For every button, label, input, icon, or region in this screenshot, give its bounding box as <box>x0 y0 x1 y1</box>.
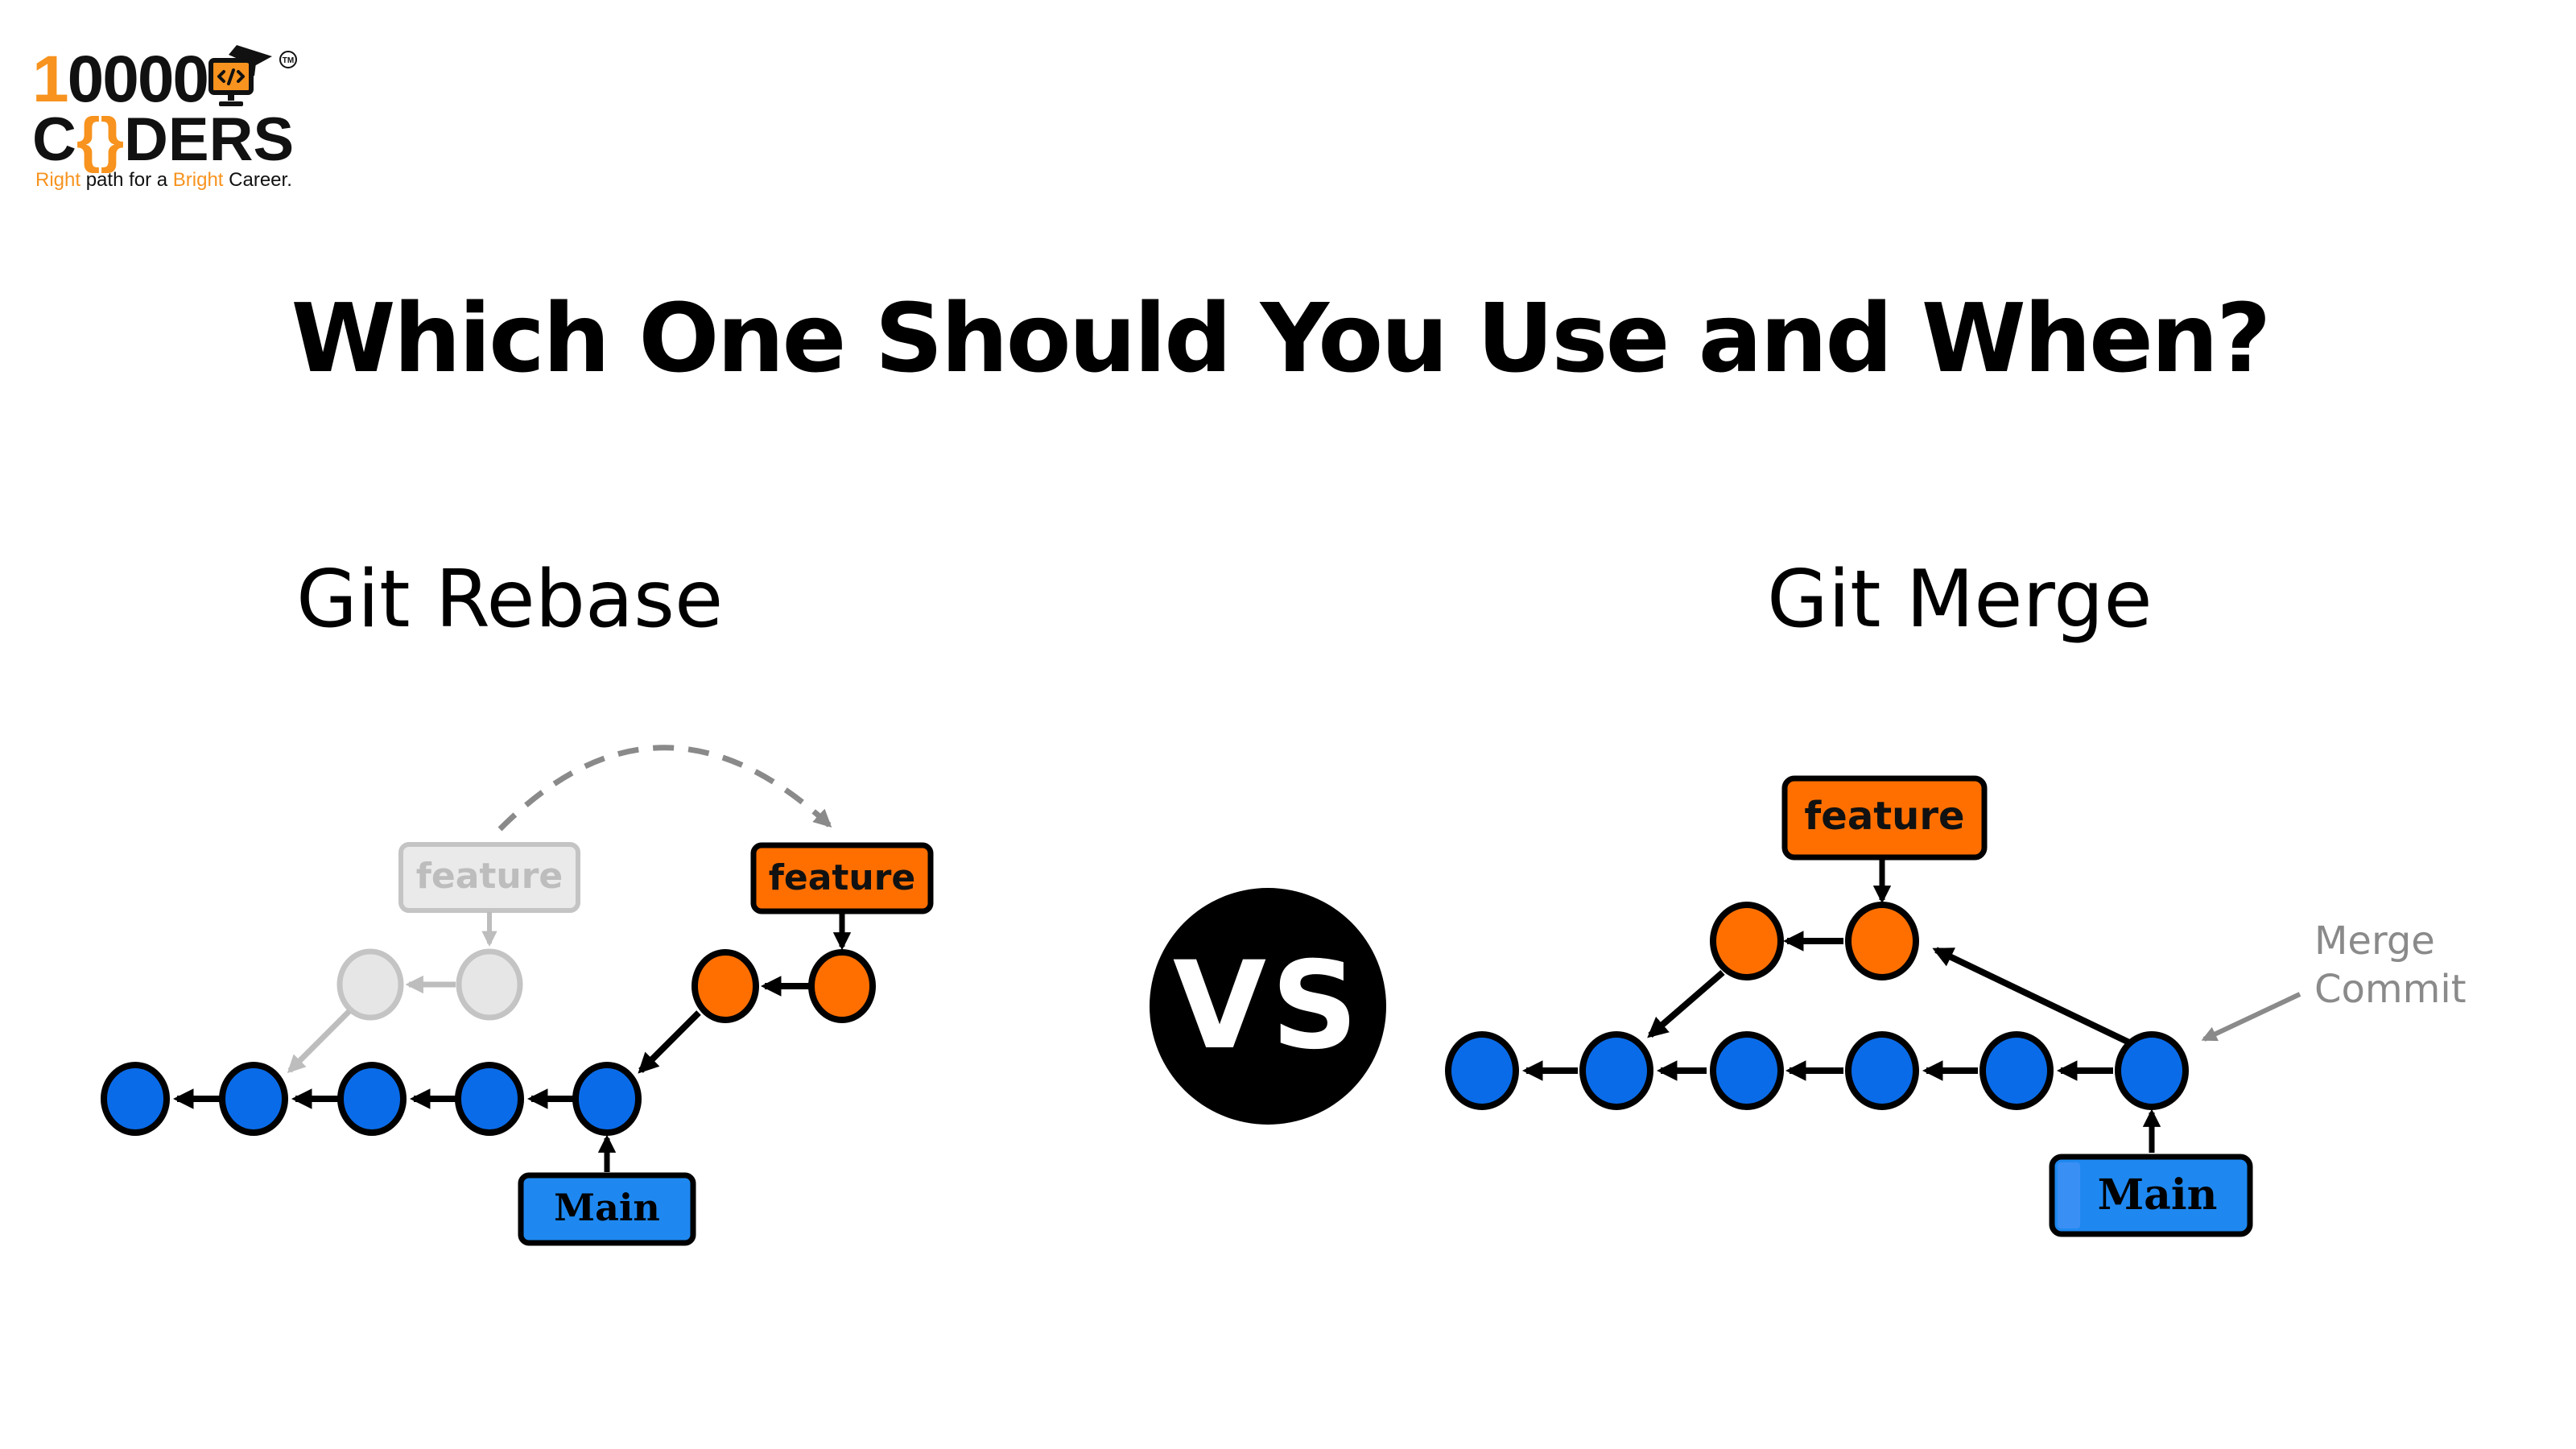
main-commit <box>1845 1031 1919 1110</box>
logo-wordmark-number: 10000 <box>32 47 209 113</box>
tagline-bright: Bright <box>172 169 224 191</box>
ghost-commit <box>456 948 523 1021</box>
git-merge-heading: Git Merge <box>1767 554 2153 646</box>
tagline-career: Career. <box>223 169 292 191</box>
main-branch-label: Main <box>2049 1154 2253 1237</box>
main-commit <box>572 1062 642 1136</box>
main-commit <box>101 1062 170 1136</box>
logo-number-accent: 1 <box>32 43 69 116</box>
main-branch-label: Main <box>518 1172 696 1246</box>
logo-coders-rest: DERS <box>124 105 295 174</box>
vs-badge: VS <box>1150 888 1386 1125</box>
svg-text:Main: Main <box>554 1186 660 1229</box>
feature-branch-label: feature <box>1781 775 1988 861</box>
main-commit <box>219 1062 288 1136</box>
ghost-commit <box>336 948 404 1021</box>
feature-commit <box>1710 902 1784 980</box>
svg-text:Commit: Commit <box>2314 967 2467 1012</box>
feature-commit <box>691 949 759 1023</box>
merge-diagram: feature Main Merge Commit <box>1445 775 2467 1237</box>
merge-commit <box>2115 1031 2189 1110</box>
logo-number-rest: 0000 <box>67 43 209 116</box>
svg-text:Main: Main <box>2098 1170 2218 1220</box>
logo-tagline: Right path for a Bright Career. <box>35 169 292 192</box>
main-commit <box>1979 1031 2054 1110</box>
main-commit <box>1445 1031 1519 1110</box>
feature-branch-label: feature <box>750 842 934 914</box>
feature-commit <box>1845 902 1919 980</box>
svg-text:Merge: Merge <box>2314 919 2435 964</box>
logo-coders-c: C <box>32 105 76 174</box>
tagline-right: Right <box>35 169 81 191</box>
logo-coders-brace: {} <box>76 105 125 174</box>
feature-commit <box>808 949 876 1023</box>
main-commit <box>1710 1031 1784 1110</box>
rebase-move-arrow <box>497 745 832 832</box>
tagline-path: path for a <box>80 169 173 191</box>
main-commit <box>337 1062 407 1136</box>
svg-text:feature: feature <box>769 857 916 898</box>
main-commit <box>455 1062 524 1136</box>
git-rebase-heading: Git Rebase <box>296 554 724 646</box>
svg-text:feature: feature <box>416 856 564 897</box>
logo-wordmark-coders: C{}DERS <box>32 109 294 171</box>
main-commit <box>1579 1031 1653 1110</box>
monitor-code-graduation-cap-icon: TM <box>208 45 297 106</box>
ghost-feature-label: feature <box>398 842 580 913</box>
rebase-diagram: feature feature Mai <box>101 745 934 1246</box>
merge-commit-annotation: Merge Commit <box>2201 919 2467 1042</box>
svg-text:TM: TM <box>283 56 294 65</box>
svg-text:feature: feature <box>1804 794 1964 839</box>
page-title: Which One Should You Use and When? <box>291 283 2272 394</box>
